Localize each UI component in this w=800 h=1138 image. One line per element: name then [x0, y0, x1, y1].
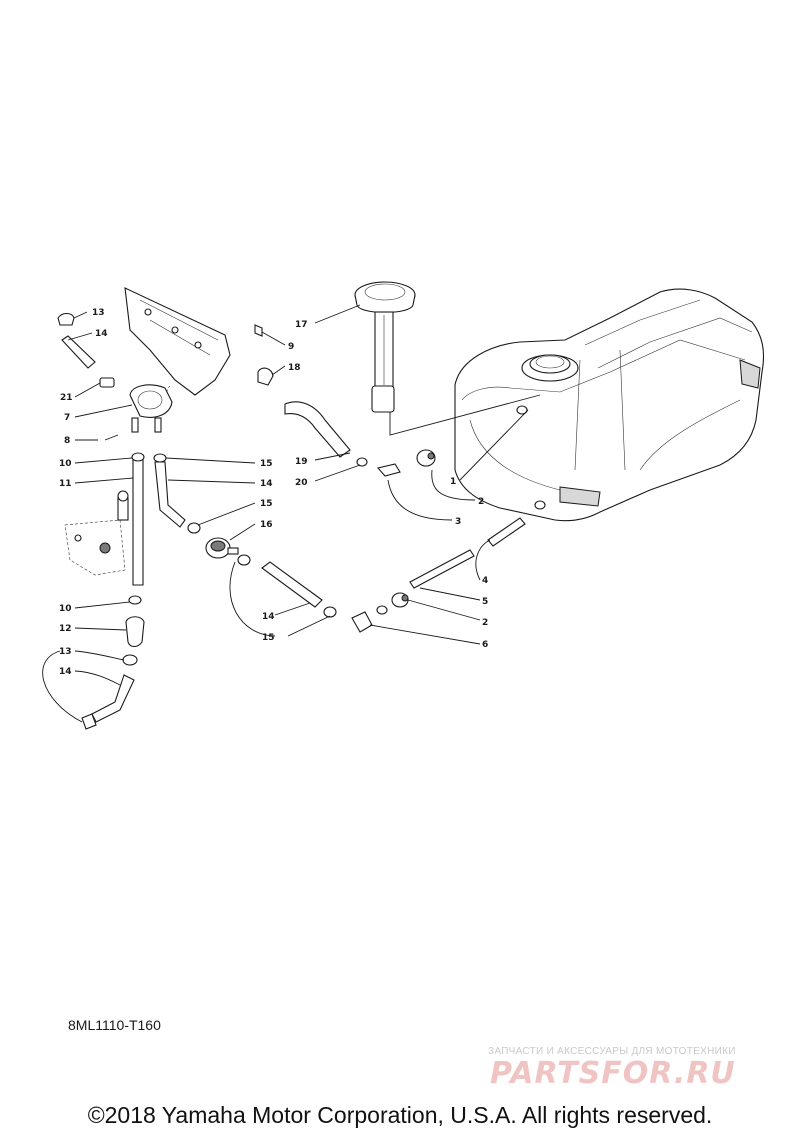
fuel-filter — [205, 537, 239, 559]
callout-19: 19 — [295, 457, 308, 467]
callout-15-c: 15 — [262, 633, 275, 643]
callout-15-b: 15 — [260, 499, 273, 509]
fuel-hoses-left — [131, 452, 201, 586]
filter-mount-bracket — [64, 490, 129, 576]
callout-14-b: 14 — [262, 612, 275, 622]
watermark-logo: PARTSFOR.RU — [490, 1056, 736, 1091]
fuel-gauge-sender — [354, 281, 541, 436]
callout-9: 9 — [288, 342, 294, 352]
callout-10-bottom: 10 — [59, 604, 72, 614]
vent-hose-assembly — [284, 401, 436, 477]
watermark-tagline: ЗАПЧАСТИ И АКСЕССУАРЫ ДЛЯ МОТОТЕХНИКИ — [488, 1046, 736, 1057]
callout-15-a: 15 — [260, 459, 273, 469]
callout-13-top: 13 — [92, 308, 105, 318]
callout-8: 8 — [64, 436, 70, 446]
callout-16: 16 — [260, 520, 273, 530]
callout-11: 11 — [59, 479, 72, 489]
fuel-hose-middle — [237, 554, 388, 633]
callout-5: 5 — [482, 597, 488, 607]
fuel-tank — [454, 288, 765, 522]
vent-valve — [57, 312, 274, 441]
leader-lines — [42, 304, 529, 723]
callout-12: 12 — [59, 624, 72, 634]
callout-3: 3 — [455, 517, 461, 527]
callout-14-top: 14 — [95, 329, 108, 339]
frame-bracket — [124, 287, 231, 396]
callout-7: 7 — [64, 413, 70, 423]
callout-labels: 1 2 3 20 19 17 9 18 13 14 21 7 8 10 11 1… — [59, 308, 488, 677]
callout-18: 18 — [288, 363, 301, 373]
callout-1: 1 — [450, 477, 456, 487]
fuel-pipe-assembly — [391, 517, 526, 608]
copyright-notice: ©2018 Yamaha Motor Corporation, U.S.A. A… — [87, 1102, 713, 1128]
callout-13-bottom: 13 — [59, 647, 72, 657]
diagram-code: 8ML1110-T160 — [68, 1017, 161, 1033]
callout-14-a: 14 — [260, 479, 273, 489]
callout-20: 20 — [295, 478, 308, 488]
callout-17: 17 — [295, 320, 308, 330]
callout-4: 4 — [482, 576, 488, 586]
callout-21: 21 — [60, 393, 73, 403]
lower-fuel-filter — [81, 595, 145, 730]
callout-2: 2 — [478, 497, 484, 507]
callout-2-bottom: 2 — [482, 618, 488, 628]
callout-10-top: 10 — [59, 459, 72, 469]
callout-14-bottom: 14 — [59, 667, 72, 677]
callout-6: 6 — [482, 640, 488, 650]
